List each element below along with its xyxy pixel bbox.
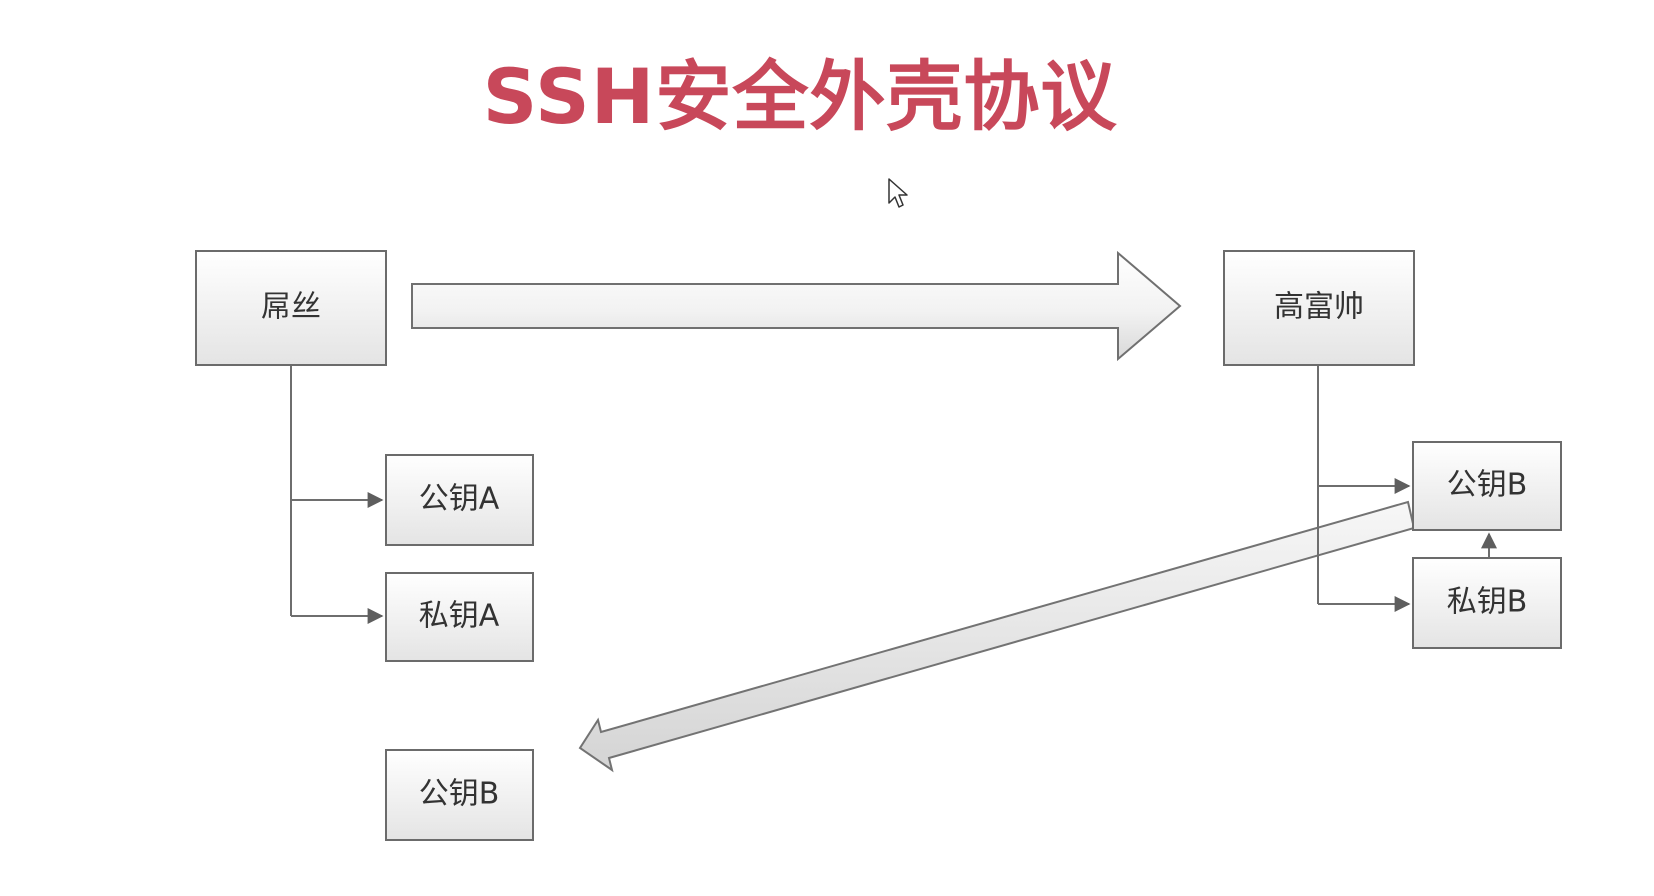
received-public-key-node: 公钥B [385, 749, 534, 841]
client-node: 屌丝 [195, 250, 387, 366]
client-public-key-node: 公钥A [385, 454, 534, 546]
client-label: 屌丝 [261, 290, 321, 325]
server-public-key-label: 公钥B [1447, 468, 1528, 503]
page-title: SSH安全外壳协议 [482, 52, 1118, 141]
server-private-key-label: 私钥B [1447, 585, 1528, 620]
transfer-arrow-diagonal [578, 500, 1416, 773]
client-private-key-node: 私钥A [385, 572, 534, 662]
received-public-key-label: 公钥B [419, 777, 500, 812]
server-label: 高富帅 [1274, 290, 1364, 325]
server-private-key-node: 私钥B [1412, 557, 1562, 649]
client-public-key-label: 公钥A [419, 482, 500, 517]
mouse-pointer-icon [888, 178, 908, 208]
server-public-key-node: 公钥B [1412, 441, 1562, 531]
client-private-key-label: 私钥A [419, 599, 500, 634]
server-node: 高富帅 [1223, 250, 1415, 366]
transfer-arrow-right [411, 250, 1182, 362]
